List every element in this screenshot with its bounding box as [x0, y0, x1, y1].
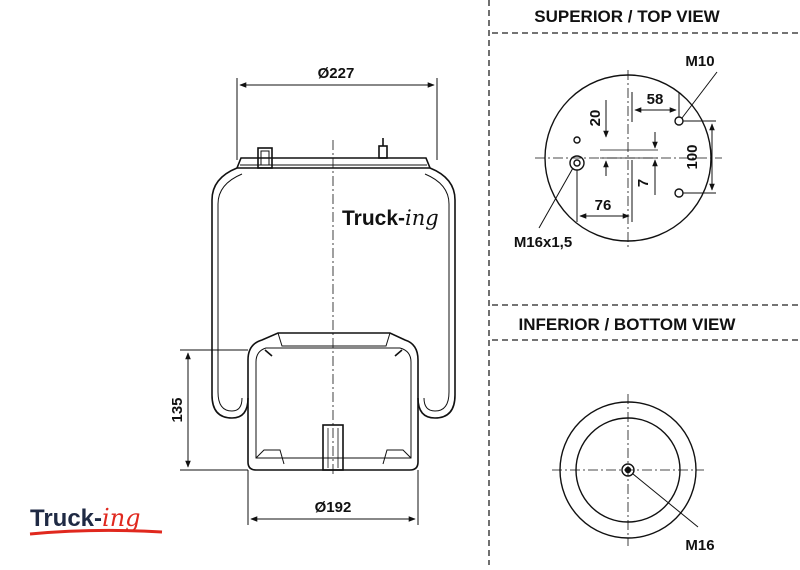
top-plate [235, 157, 432, 169]
air-spring-side-view [211, 138, 456, 475]
dim-58-label: 58 [647, 91, 664, 108]
m16-label: M16 [685, 537, 714, 554]
air-fitting-stud [257, 147, 273, 169]
m10-leader [681, 71, 718, 119]
top-view-heading: SUPERIOR / TOP VIEW [534, 7, 720, 26]
bottom-center-dot [624, 466, 632, 474]
brand-logo-text: Truck-ing [30, 504, 141, 532]
bottom-nut [322, 424, 344, 471]
brand-logo-part2: ing [102, 504, 141, 532]
dim-height [180, 349, 248, 471]
drawing-brand-logo: Truck-ing [342, 206, 439, 230]
m10-stud-lower [674, 188, 684, 198]
bottom-center-thread [621, 463, 635, 477]
piston-bead-right [394, 349, 403, 357]
piston-bead-left [264, 349, 273, 357]
top-diameter-label: Ø227 [318, 65, 355, 82]
brand-logo-swoosh [29, 528, 163, 536]
mounting-stud [378, 145, 388, 159]
drawing-brand-part2: ing [405, 206, 439, 230]
piston [247, 332, 419, 471]
top-view-dimensions [538, 71, 718, 229]
drawing-brand-part1: Truck- [342, 207, 405, 230]
bellow-left-inner [217, 173, 243, 412]
piston-foot-left [255, 449, 285, 465]
dim-bottom-diameter [247, 470, 419, 525]
bellow-right-inner [423, 173, 450, 412]
bottom-view-drawing [552, 394, 704, 546]
m16-leader [632, 473, 699, 528]
bellow-right [417, 167, 456, 419]
locating-hole [573, 136, 581, 144]
m16x15-leader [538, 167, 574, 229]
dim-100-label: 100 [684, 144, 701, 169]
m16x15-label: M16x1,5 [514, 234, 572, 251]
section-dividers [488, 0, 800, 565]
m10-stud-upper [674, 116, 684, 126]
m10-label: M10 [685, 53, 714, 70]
dim-top-diameter [236, 78, 438, 160]
dim-76-label: 76 [595, 197, 612, 214]
piston-rim [277, 332, 391, 347]
dim-20-label: 20 [587, 110, 604, 127]
dim-7-label: 7 [635, 179, 652, 187]
bottom-view-heading: INFERIOR / BOTTOM VIEW [519, 315, 737, 334]
height-label: 135 [169, 397, 186, 422]
brand-logo-part1: Truck- [30, 505, 102, 532]
air-fitting-bore [260, 150, 270, 166]
piston-foot-right [382, 449, 412, 465]
bellow-left [211, 167, 249, 419]
piston-inner [255, 347, 412, 459]
brand-logo: Truck-ing [29, 504, 163, 536]
bottom-diameter-label: Ø192 [315, 499, 352, 516]
air-inlet-bore [573, 159, 581, 167]
